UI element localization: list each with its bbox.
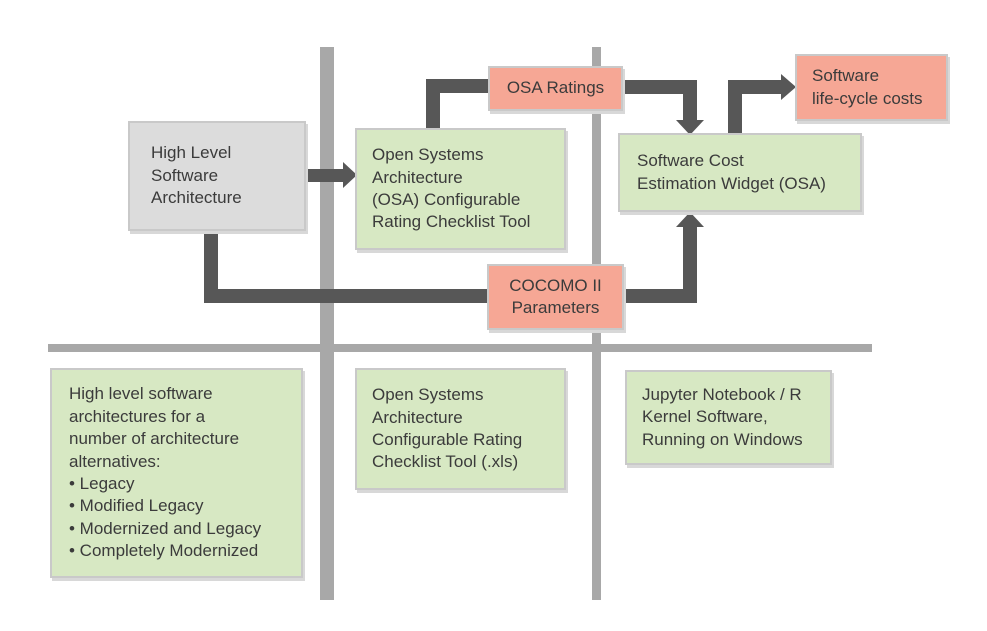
node-label: COCOMO II Parameters bbox=[509, 275, 602, 317]
node-software-cost-estimation-widget: Software Cost Estimation Widget (OSA) bbox=[618, 133, 862, 212]
grid-line-vertical-left bbox=[320, 47, 334, 600]
connector-cocomo-widget-horizontal bbox=[624, 289, 697, 303]
connector-arch-cocomo-horizontal bbox=[204, 289, 487, 303]
connector-widget-costs-arrowhead-right bbox=[781, 74, 796, 100]
connector-arch-tool-shaft bbox=[307, 169, 343, 182]
connector-ratings-widget-vertical bbox=[683, 80, 697, 120]
node-high-level-software-architecture: High Level Software Architecture bbox=[128, 121, 306, 231]
connector-widget-costs-horizontal bbox=[728, 80, 781, 94]
node-osa-ratings: OSA Ratings bbox=[488, 66, 623, 111]
connector-tool-ratings-horizontal bbox=[426, 79, 488, 93]
connector-ratings-widget-arrowhead-down bbox=[676, 120, 704, 135]
node-label: Software life-cycle costs bbox=[812, 66, 923, 108]
node-label: OSA Ratings bbox=[506, 78, 605, 98]
node-label: Jupyter Notebook / R Kernel Software, Ru… bbox=[642, 384, 803, 449]
node-cocomo-ii-parameters: COCOMO II Parameters bbox=[487, 264, 624, 330]
grid-line-horizontal bbox=[48, 344, 872, 352]
node-software-lifecycle-costs: Software life-cycle costs bbox=[795, 54, 948, 121]
node-label: Software Cost Estimation Widget (OSA) bbox=[637, 151, 826, 193]
node-label: High level software architectures for a … bbox=[69, 384, 262, 561]
node-osa-configurable-rating-checklist-tool: Open Systems Architecture (OSA) Configur… bbox=[355, 128, 566, 250]
node-label: High Level Software Architecture bbox=[151, 143, 242, 208]
connector-cocomo-widget-arrowhead-up bbox=[676, 212, 704, 227]
node-jupyter-notebook-r-kernel: Jupyter Notebook / R Kernel Software, Ru… bbox=[625, 370, 832, 465]
node-checklist-tool-xls: Open Systems Architecture Configurable R… bbox=[355, 368, 566, 490]
connector-arch-tool-arrowhead-right bbox=[343, 162, 357, 188]
connector-ratings-widget-horizontal bbox=[623, 80, 697, 94]
node-architecture-alternatives-list: High level software architectures for a … bbox=[50, 368, 303, 578]
connector-tool-ratings-vertical bbox=[426, 86, 440, 130]
node-label: Open Systems Architecture (OSA) Configur… bbox=[372, 145, 531, 232]
node-label: Open Systems Architecture Configurable R… bbox=[372, 385, 523, 472]
connector-arch-cocomo-vertical bbox=[204, 231, 218, 303]
connector-cocomo-widget-vertical bbox=[683, 226, 697, 303]
